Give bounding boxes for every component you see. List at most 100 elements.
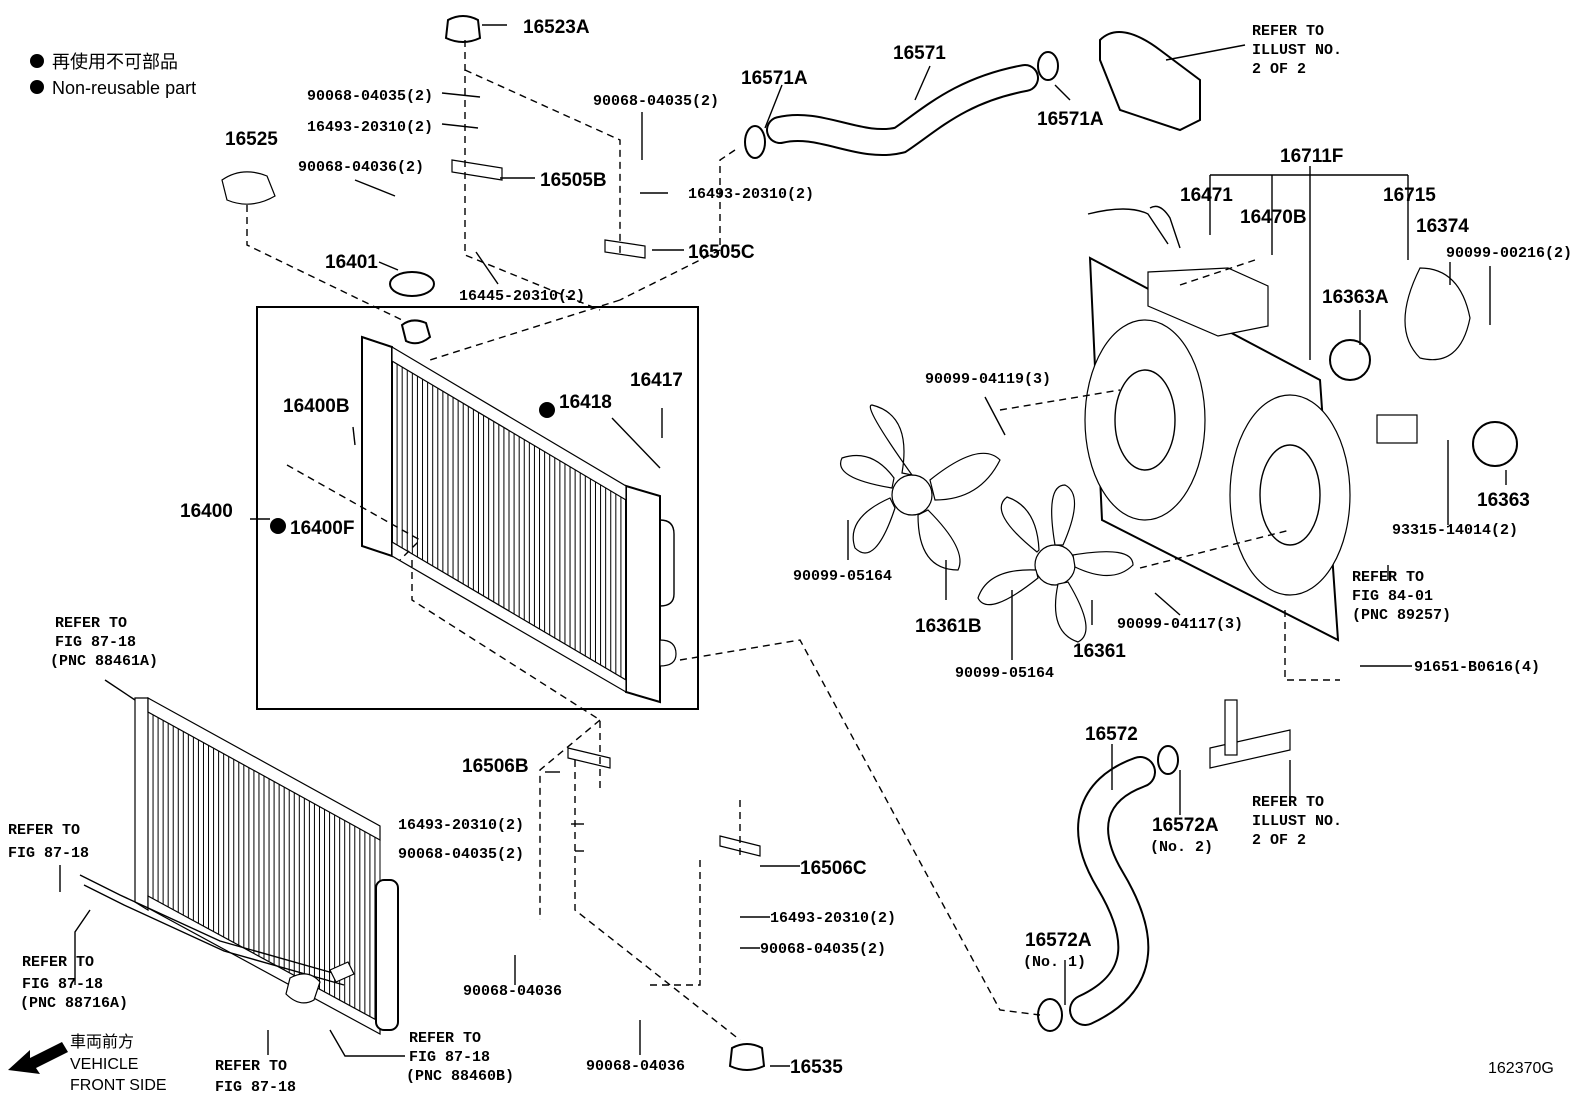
water-inlet-icon [1099, 31, 1291, 769]
radiator-icon [361, 319, 677, 704]
ref-illust-top-2: ILLUST NO. [1252, 42, 1342, 59]
part-16505B: 16505B [540, 170, 607, 191]
part-90068-04036-c: 90068-04036 [586, 1058, 685, 1075]
vehicle-front-en-1: VEHICLE [70, 1056, 138, 1073]
legend-jp: 再使用不可部品 [52, 52, 178, 72]
legend: 再使用不可部品 Non-reusable part [30, 52, 196, 98]
lower-hose-16572-icon [1069, 756, 1156, 1026]
part-16417: 16417 [630, 370, 683, 391]
motors-icon [1329, 267, 1518, 467]
part-16363A: 16363A [1322, 287, 1389, 308]
part-16361: 16361 [1073, 641, 1126, 662]
part-93315-14014: 93315-14014(2) [1392, 522, 1518, 539]
legend-bullet-icon [30, 80, 44, 94]
part-16418: 16418 [559, 392, 612, 413]
fan-16361B-icon [840, 404, 1001, 571]
part-90099-05164-a: 90099-05164 [793, 568, 892, 585]
part-16400B: 16400B [283, 396, 350, 417]
legend-bullet-icon [30, 54, 44, 68]
ref-fig87-b-2: FIG 87-18 [8, 845, 89, 862]
upper-hose-16571-icon [766, 64, 1039, 157]
part-16715: 16715 [1383, 185, 1436, 206]
vehicle-front-en-2: FRONT SIDE [70, 1077, 167, 1094]
ref-fig87-a-1: REFER TO [55, 615, 127, 632]
ref-fig84-1: REFER TO [1352, 569, 1424, 586]
part-16505C: 16505C [688, 242, 755, 263]
reference-notes: REFER TO ILLUST NO. 2 OF 2 REFER TO ILLU… [8, 23, 1451, 1096]
ref-fig87-e-2: FIG 87-18 [409, 1049, 490, 1066]
ref-fig87-c-1: REFER TO [22, 954, 94, 971]
ref-fig87-c-2: FIG 87-18 [22, 976, 103, 993]
vehicle-front-indicator: 車両前方 VEHICLE FRONT SIDE [8, 1033, 167, 1094]
part-16571A-a: 16571A [741, 68, 808, 89]
mount-cushions-icon [444, 15, 766, 1071]
part-labels: 16523A 90068-04035(2) 16493-20310(2) 900… [180, 17, 1572, 1078]
assembly-dashed-lines [246, 40, 1340, 1041]
part-16506C: 16506C [800, 858, 867, 879]
ref-illust-bottom-2: ILLUST NO. [1252, 813, 1342, 830]
part-90068-04035-c: 90068-04035(2) [398, 846, 524, 863]
part-16571: 16571 [893, 43, 946, 64]
ref-fig87-c-3: (PNC 88716A) [20, 995, 128, 1012]
ref-fig87-d-1: REFER TO [215, 1058, 287, 1075]
part-90099-05164-b: 90099-05164 [955, 665, 1054, 682]
hose-clamps-icon [744, 51, 1179, 1032]
part-16493-20310-c: 16493-20310(2) [398, 817, 524, 834]
ref-fig87-a-2: FIG 87-18 [55, 634, 136, 651]
vehicle-front-jp: 車両前方 [70, 1033, 134, 1051]
non-reusable-bullet-icon [539, 402, 555, 418]
ref-fig84-2: FIG 84-01 [1352, 588, 1433, 605]
ref-fig87-e-1: REFER TO [409, 1030, 481, 1047]
ref-fig84-3: (PNC 89257) [1352, 607, 1451, 624]
ref-illust-bottom-1: REFER TO [1252, 794, 1324, 811]
part-16401: 16401 [325, 252, 378, 273]
diagram-code: 162370G [1488, 1060, 1554, 1077]
part-16493-20310-a: 16493-20310(2) [307, 119, 433, 136]
part-16506B: 16506B [462, 756, 529, 777]
ref-illust-top-3: 2 OF 2 [1252, 61, 1306, 78]
part-90068-04035-a: 90068-04035(2) [307, 88, 433, 105]
part-16400F: 16400F [290, 518, 354, 539]
support-brackets-icon [221, 159, 761, 857]
part-16523A: 16523A [523, 17, 590, 38]
part-16400: 16400 [180, 501, 233, 522]
part-16572A-b: 16572A [1025, 930, 1092, 951]
part-16445-20310: 16445-20310(2) [459, 288, 585, 305]
part-16572: 16572 [1085, 724, 1138, 745]
part-16572A-b-sub: (No. 1) [1023, 954, 1086, 971]
ref-fig87-b-1: REFER TO [8, 822, 80, 839]
part-90068-04036-b: 90068-04036 [463, 983, 562, 1000]
part-90068-04035-d: 90068-04035(2) [760, 941, 886, 958]
part-16572A-a-sub: (No. 2) [1150, 839, 1213, 856]
part-90068-04036-a: 90068-04036(2) [298, 159, 424, 176]
ref-illust-bottom-3: 2 OF 2 [1252, 832, 1306, 849]
part-16493-20310-b: 16493-20310(2) [688, 186, 814, 203]
part-90068-04035-b: 90068-04035(2) [593, 93, 719, 110]
part-16571A-b: 16571A [1037, 109, 1104, 130]
part-16711F: 16711F [1280, 146, 1343, 167]
fan-16361-icon [977, 484, 1134, 643]
radiator-group-frame [256, 306, 699, 710]
part-16470B: 16470B [1240, 207, 1307, 228]
part-16535: 16535 [790, 1057, 843, 1078]
radiator-cap-icon [389, 271, 435, 297]
part-16572A-a: 16572A [1152, 815, 1219, 836]
part-16374: 16374 [1416, 216, 1469, 237]
part-16471: 16471 [1180, 185, 1233, 206]
condenser-icon [79, 696, 399, 1036]
ref-illust-top-1: REFER TO [1252, 23, 1324, 40]
ref-fig87-a-3: (PNC 88461A) [50, 653, 158, 670]
front-arrow-icon [8, 1042, 68, 1074]
ref-fig87-d-2: FIG 87-18 [215, 1079, 296, 1096]
part-90099-04119: 90099-04119(3) [925, 371, 1051, 388]
part-16363: 16363 [1477, 490, 1530, 511]
leader-lines [59, 24, 1507, 1067]
part-16525: 16525 [225, 129, 278, 150]
legend-en: Non-reusable part [52, 78, 196, 98]
ref-fig87-e-3: (PNC 88460B) [406, 1068, 514, 1085]
part-16361B: 16361B [915, 616, 982, 637]
part-90099-00216: 90099-00216(2) [1446, 245, 1572, 262]
part-90099-04117: 90099-04117(3) [1117, 616, 1243, 633]
part-91651-B0616: 91651-B0616(4) [1414, 659, 1540, 676]
